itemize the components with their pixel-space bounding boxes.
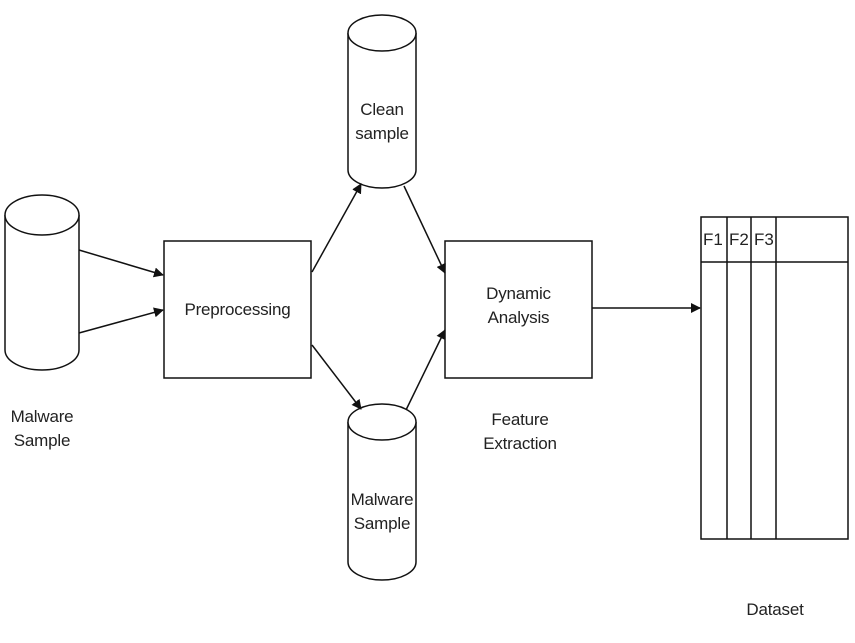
malware-sample-label: Malware Sample [344, 488, 420, 536]
preprocessing-label: Preprocessing [164, 298, 311, 322]
malware-sample-cylinder [347, 403, 417, 581]
edge-clean-to-dynamic [403, 185, 446, 274]
edge-malware-to-dynamic [405, 329, 446, 411]
dataset-table [700, 216, 849, 540]
dataset-column-f2: F2 [729, 230, 749, 249]
edge-source-to-preprocessing-1 [78, 249, 164, 278]
dataset-label-text: Dataset [746, 600, 804, 619]
edge-preprocessing-to-malware [311, 344, 362, 410]
feature-extraction-label-line2: Extraction [483, 434, 557, 453]
malware-source-label-line2: Sample [13, 431, 71, 450]
malware-source-cylinder [4, 194, 80, 371]
edge-source-to-preprocessing-2 [78, 307, 164, 334]
malware-sample-label-line1: Malware [350, 490, 414, 509]
feature-extraction-label: Feature Extraction [470, 408, 570, 456]
clean-sample-cylinder [347, 14, 417, 189]
preprocessing-label-text: Preprocessing [184, 300, 291, 319]
feature-extraction-label-line1: Feature [491, 410, 549, 429]
malware-source-label-line1: Malware [10, 407, 74, 426]
edge-preprocessing-to-clean [311, 183, 362, 273]
malware-sample-label-line2: Sample [353, 514, 411, 533]
dynamic-analysis-box [444, 240, 593, 379]
dynamic-analysis-label: Dynamic Analysis [445, 282, 592, 330]
clean-sample-label-line1: Clean [360, 100, 404, 119]
preprocessing-box [163, 240, 312, 379]
dynamic-analysis-label-line1: Dynamic [486, 284, 551, 303]
dataset-column-f1: F1 [703, 230, 723, 249]
malware-source-label: Malware Sample [2, 405, 82, 453]
clean-sample-label: Clean sample [348, 98, 416, 146]
dataset-column-f3: F3 [754, 230, 774, 249]
dataset-label: Dataset [735, 598, 815, 622]
clean-sample-label-line2: sample [355, 124, 409, 143]
dynamic-analysis-label-line2: Analysis [487, 308, 550, 327]
